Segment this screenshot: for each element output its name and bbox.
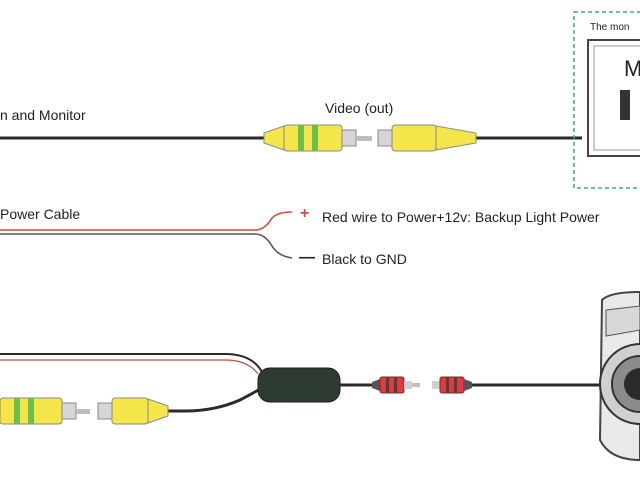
plus-sign: + [300,205,310,222]
black-wire-label: Black to GND [322,251,407,267]
cable-junction-block [257,367,341,403]
red-wire [0,211,293,231]
red-rca-connector-left [372,376,420,394]
yellow-rca-connector-left [263,124,372,152]
monitor-dashed-border [573,11,640,189]
red-rca-connector-right [432,376,472,394]
yellow-rca-connector-right [377,124,477,152]
power-lead-red [0,359,259,375]
monitor-screen-bar [620,90,630,120]
monitor-screen-inner [593,45,640,151]
backup-camera [598,290,640,462]
monitor-box-title: The mon [590,22,630,33]
red-wire-label: Red wire to Power+12v: Backup Light Powe… [322,209,600,225]
video-lead-lower [148,386,263,413]
yellow-rca-connector-bottom-right [97,397,169,425]
power-cable-label: Power Cable [0,206,81,222]
camera-monitor-label: n and Monitor [0,107,86,123]
black-wire [0,233,293,259]
video-out-label: Video (out) [325,100,394,116]
yellow-rca-connector-bottom-left [0,397,90,425]
power-lead-upper [0,353,263,373]
monitor-screen [587,39,640,157]
minus-sign: — [299,249,315,266]
monitor-screen-letter: M [624,56,640,81]
